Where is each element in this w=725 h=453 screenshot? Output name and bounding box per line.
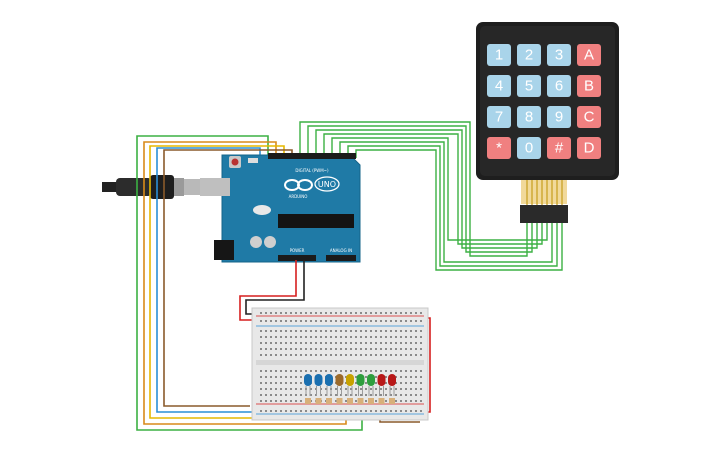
- led-row: [304, 374, 396, 404]
- keypad-key[interactable]: 1: [487, 44, 511, 66]
- keypad-key[interactable]: C: [577, 106, 601, 128]
- keypad-key-label: 4: [495, 78, 503, 95]
- usb-cable: [102, 175, 210, 199]
- arduino-logo-icon: [284, 179, 313, 191]
- keypad-key-label: 0: [525, 140, 533, 157]
- keypad-key[interactable]: 9: [547, 106, 571, 128]
- power-jack: [214, 240, 234, 260]
- keypad-key[interactable]: 4: [487, 75, 511, 97]
- board-model: ARDUINO: [289, 194, 308, 199]
- keypad-pins: [526, 180, 563, 206]
- keypad-key-label: C: [584, 109, 595, 126]
- keypad-key-label: D: [584, 140, 595, 157]
- keypad-key[interactable]: A: [577, 44, 601, 66]
- keypad-key[interactable]: B: [577, 75, 601, 97]
- led[interactable]: [367, 374, 375, 404]
- resistor: [378, 398, 385, 404]
- keypad-keys: 1 2 3 A 4 5 6 B 7 8 9 C * 0 # D: [487, 44, 601, 159]
- keypad-key-label: 1: [495, 47, 503, 64]
- led[interactable]: [314, 374, 323, 404]
- resistor: [357, 398, 364, 404]
- keypad-key-label: 9: [555, 109, 563, 126]
- keypad[interactable]: 1 2 3 A 4 5 6 B 7 8 9 C * 0 # D: [476, 22, 619, 223]
- led[interactable]: [335, 374, 344, 404]
- keypad-key-label: 5: [525, 78, 533, 95]
- led[interactable]: [304, 374, 312, 404]
- power-header: [278, 255, 316, 261]
- keypad-key-label: #: [555, 140, 564, 157]
- keypad-key[interactable]: 6: [547, 75, 571, 97]
- led[interactable]: [377, 374, 386, 404]
- keypad-wires: [299, 121, 563, 271]
- power-label: POWER: [290, 248, 305, 253]
- resistor: [389, 398, 395, 404]
- wire-brown: [163, 149, 293, 407]
- keypad-key[interactable]: 5: [517, 75, 541, 97]
- resistor: [305, 398, 311, 404]
- resistor: [336, 398, 343, 404]
- keypad-key[interactable]: *: [487, 137, 511, 159]
- keypad-key[interactable]: 7: [487, 106, 511, 128]
- keypad-ribbon: [521, 180, 567, 204]
- keypad-key[interactable]: D: [577, 137, 601, 159]
- keypad-key-label: 2: [525, 47, 533, 64]
- keypad-key-label: B: [584, 78, 594, 95]
- resistor: [347, 398, 353, 404]
- keypad-key-label: 6: [555, 78, 563, 95]
- keypad-key[interactable]: #: [547, 137, 571, 159]
- resistor: [326, 398, 332, 404]
- analog-header: [326, 255, 356, 261]
- led[interactable]: [388, 374, 396, 404]
- keypad-connector: [520, 205, 568, 223]
- keypad-key[interactable]: 3: [547, 44, 571, 66]
- keypad-key-label: 8: [525, 109, 533, 126]
- led[interactable]: [325, 374, 333, 404]
- resistor: [315, 398, 322, 404]
- digital-header: [268, 153, 356, 159]
- led[interactable]: [346, 374, 354, 404]
- led[interactable]: [356, 374, 365, 404]
- resistor: [368, 398, 374, 404]
- analog-label: ANALOG IN: [330, 248, 352, 253]
- keypad-key[interactable]: 8: [517, 106, 541, 128]
- keypad-key-label: 7: [495, 109, 503, 126]
- keypad-key[interactable]: 0: [517, 137, 541, 159]
- keypad-key-label: *: [496, 140, 502, 157]
- wire-green: [136, 135, 363, 431]
- keypad-key[interactable]: 2: [517, 44, 541, 66]
- digital-label: DIGITAL (PWM~): [295, 168, 329, 173]
- board-brand: UNO: [318, 180, 336, 189]
- keypad-key-label: A: [584, 47, 594, 64]
- wire-power-red: [239, 260, 297, 321]
- arduino-board[interactable]: UNO ARDUINO DIGITAL (PWM~) POWER ANALOG …: [200, 153, 361, 263]
- wire-ground-black: [245, 260, 305, 315]
- microcontroller-chip: [278, 214, 354, 228]
- keypad-key-label: 3: [555, 47, 563, 64]
